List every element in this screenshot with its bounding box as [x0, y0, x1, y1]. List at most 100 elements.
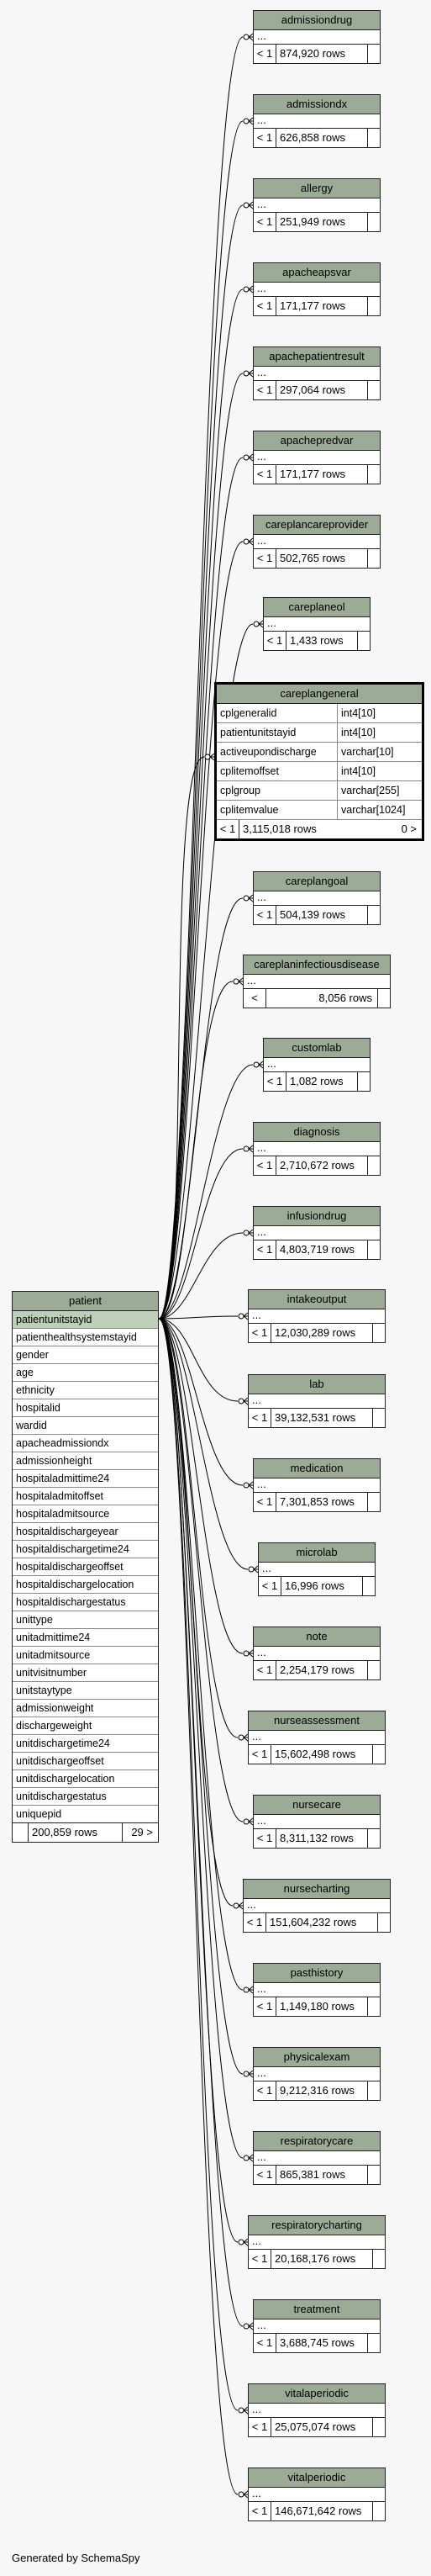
- parent-count: < 1: [254, 213, 276, 231]
- less-than-symbol: <: [256, 47, 264, 60]
- row-count: 171,177 rows: [280, 299, 346, 312]
- patient-table-title: patient: [13, 1292, 158, 1311]
- parent-count-number: 1: [263, 47, 273, 60]
- table-title: vitalperiodic: [249, 2468, 385, 2488]
- child-count: [367, 381, 380, 399]
- child-count: [367, 1156, 380, 1175]
- table-title: microlab: [259, 1543, 375, 1563]
- patient-columns: patientunitstayid patienthealthsystemsta…: [13, 1311, 158, 1822]
- parent-count-number: 1: [263, 468, 273, 480]
- parent-count: < 1: [254, 297, 276, 315]
- less-than-symbol: <: [256, 1832, 264, 1844]
- edge-nurseassessment: [158, 1318, 249, 1742]
- parent-count: < 1: [254, 1240, 276, 1259]
- table-title: customlab: [264, 1039, 370, 1058]
- table-title: careplaninfectiousdisease: [244, 955, 390, 975]
- edge-microlab: [158, 1318, 259, 1574]
- child-count: [372, 2502, 385, 2520]
- parent-count-number: 1: [263, 2000, 273, 2013]
- table-careplaninfectiousdisease[interactable]: careplaninfectiousdisease...<8,056 rows: [243, 955, 391, 1008]
- less-than-symbol: <: [256, 1159, 264, 1172]
- parent-count-number: 1: [258, 1326, 268, 1339]
- parent-count: < 1: [264, 632, 286, 650]
- column-row: unittype: [13, 1611, 158, 1629]
- column-row: unitadmittime24: [13, 1629, 158, 1647]
- edge-infusiondrug: [158, 1229, 254, 1320]
- child-count: [367, 906, 380, 924]
- child-count: [367, 2081, 380, 2100]
- row-count: 874,920 rows: [280, 47, 346, 60]
- table-title: medication: [254, 1459, 380, 1478]
- column-row: age: [13, 1364, 158, 1382]
- edge-admissiondrug: [158, 33, 254, 1320]
- column-type: varchar[255]: [338, 781, 422, 801]
- column-row: hospitaldischargelocation: [13, 1576, 158, 1594]
- edge-intakeoutput: [158, 1312, 249, 1320]
- less-than-symbol: <: [251, 1748, 259, 1760]
- parent-count: <: [244, 989, 266, 1008]
- row-count: 4,803,719 rows: [280, 1243, 355, 1256]
- row-count: 25,075,074 rows: [275, 2420, 356, 2433]
- child-count: [372, 2250, 385, 2268]
- parent-count-number: 1: [263, 2336, 273, 2349]
- edge-respiratorycare: [158, 1318, 254, 2162]
- column-name: patientunitstayid: [217, 723, 338, 743]
- parent-count: < 1: [249, 1324, 271, 1342]
- parent-count: < 1: [249, 1409, 271, 1427]
- row-count: 20,168,176 rows: [275, 2252, 356, 2265]
- edge-careplancareprovider: [158, 537, 254, 1320]
- row-count: 504,139 rows: [280, 908, 346, 921]
- collapsed-columns: ...: [249, 2488, 385, 2502]
- table-title: pasthistory: [254, 1964, 380, 1983]
- careplangeneral-columns: cplgeneralid int4[10] patientunitstayid …: [217, 704, 422, 820]
- relationship-count: 29 >: [122, 1823, 158, 1842]
- table-footer: < 1 171,177 rows: [254, 297, 380, 315]
- row-count: 1,433 rows: [290, 634, 344, 647]
- row-count: 200,859 rows: [32, 1826, 98, 1838]
- collapsed-columns: ...: [254, 114, 380, 129]
- table-title: allergy: [254, 179, 380, 198]
- parent-count: < 1: [254, 2334, 276, 2352]
- parent-count-number: 1: [263, 383, 273, 396]
- child-count: [357, 632, 370, 650]
- patient-table[interactable]: patient patientunitstayid patienthealths…: [12, 1291, 159, 1843]
- careplangeneral-table[interactable]: careplangeneral cplgeneralid int4[10] pa…: [214, 682, 424, 841]
- child-count: [377, 1913, 390, 1932]
- table-title: respiratorycare: [254, 2132, 380, 2151]
- row-count: 16,996 rows: [285, 1579, 344, 1592]
- column-type: int4[10]: [338, 723, 422, 743]
- child-count: [372, 2418, 385, 2436]
